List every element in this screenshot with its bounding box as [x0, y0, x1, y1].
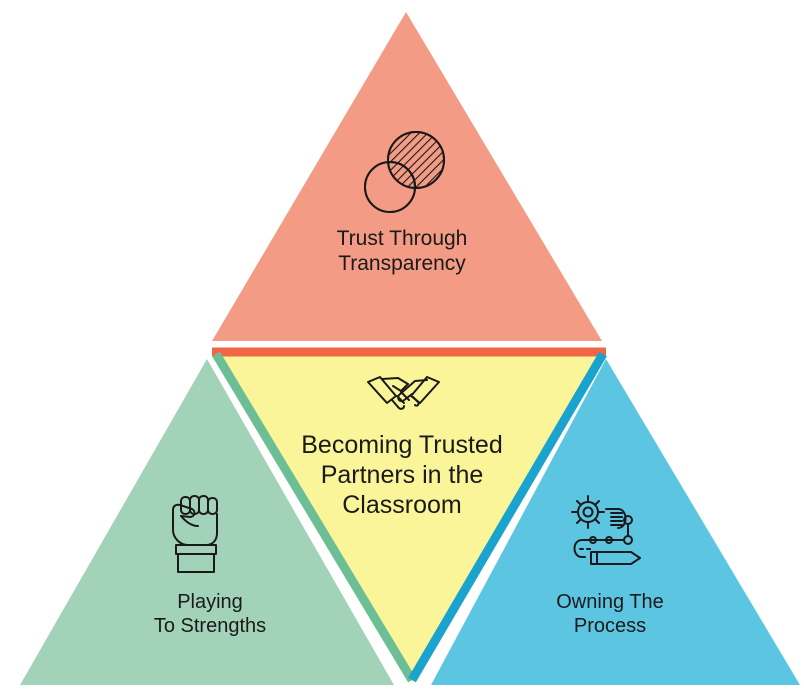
raised-fist-icon [172, 495, 218, 573]
top-label-line-2: Transparency [338, 252, 466, 276]
process-gear-icon [571, 495, 641, 565]
center-label-line-1: Becoming Trusted [301, 431, 503, 459]
right-section-label: Owning The Process [505, 590, 715, 638]
right-label-line-2: Process [573, 615, 647, 637]
left-triangle [20, 359, 394, 685]
center-triangle [214, 350, 604, 683]
left-label-line-2: To Strengths [153, 615, 267, 637]
handshake-icon [367, 376, 440, 410]
venn-circles-icon [364, 131, 445, 213]
center-right-edge [408, 351, 607, 683]
center-left-edge [212, 351, 416, 683]
top-label-line-1: Trust Through [336, 227, 468, 250]
right-label-line-1: Owning The [556, 591, 664, 613]
top-section-label: Trust Through Transparency [300, 226, 504, 276]
center-section-label: Becoming Trusted Partners in the Classro… [280, 430, 524, 520]
center-label-line-2: Partners in the [320, 461, 484, 489]
left-label-line-1: Playing [177, 591, 243, 613]
left-section-label: Playing To Strengths [115, 590, 305, 638]
center-label-line-3: Classroom [342, 491, 462, 519]
